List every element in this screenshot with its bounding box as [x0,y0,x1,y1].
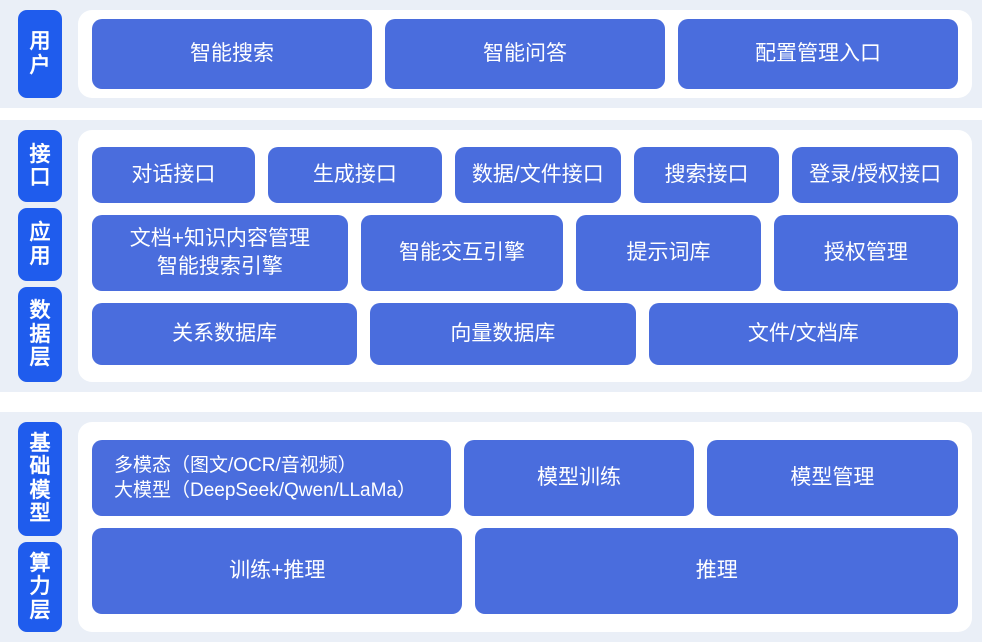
box-model-training[interactable]: 模型训练 [464,440,694,516]
layer-tab-char: 础 [29,455,51,479]
section-user: 用 户 智能搜索 智能问答 配置管理入口 [0,0,982,108]
box-inference[interactable]: 推理 [475,528,958,614]
layer-tab-char: 接 [29,142,51,166]
box-dialogue-api[interactable]: 对话接口 [92,147,255,203]
box-vector-database[interactable]: 向量数据库 [370,303,636,365]
layer-tab-char: 口 [29,166,51,190]
box-smart-search[interactable]: 智能搜索 [92,19,372,89]
layer-tab-char: 据 [29,322,51,346]
card-platform: 对话接口 生成接口 数据/文件接口 搜索接口 登录/授权接口 文档+知识内容管理… [78,130,972,382]
row-compute: 训练+推理 推理 [92,528,958,614]
row-data: 关系数据库 向量数据库 文件/文档库 [92,303,958,365]
box-training-and-inference[interactable]: 训练+推理 [92,528,463,614]
layer-tab-char: 型 [29,502,51,526]
layer-tab-char: 模 [29,478,51,502]
layer-tab-char: 数 [29,299,51,323]
box-file-document-store[interactable]: 文件/文档库 [648,303,958,365]
tab-column-platform: 接 口 应 用 数 据 层 [0,120,70,392]
card-infrastructure: 多模态（图文/OCR/音视频） 大模型（DeepSeek/Qwen/LLaMa）… [78,422,972,632]
box-model-management[interactable]: 模型管理 [706,440,958,516]
layer-tab-char: 用 [29,30,51,54]
layer-tab-char: 算 [29,551,51,575]
box-interaction-engine[interactable]: 智能交互引擎 [360,215,564,291]
layer-tab-compute[interactable]: 算 力 层 [18,541,62,632]
box-search-api[interactable]: 搜索接口 [633,147,780,203]
box-relational-database[interactable]: 关系数据库 [92,303,358,365]
layer-tab-user[interactable]: 用 户 [18,10,62,98]
layer-tab-char: 力 [29,575,51,599]
layer-tab-foundation-model[interactable]: 基 础 模 型 [18,422,62,536]
row-interface: 对话接口 生成接口 数据/文件接口 搜索接口 登录/授权接口 [92,147,958,203]
layer-tab-char: 层 [29,346,51,370]
layer-tab-char: 应 [29,221,51,245]
card-user: 智能搜索 智能问答 配置管理入口 [78,10,972,98]
row-model: 多模态（图文/OCR/音视频） 大模型（DeepSeek/Qwen/LLaMa）… [92,440,958,516]
box-authorization-management[interactable]: 授权管理 [773,215,958,291]
box-prompt-library[interactable]: 提示词库 [576,215,761,291]
row-user-entries: 智能搜索 智能问答 配置管理入口 [92,19,958,89]
section-platform: 接 口 应 用 数 据 层 对话接口 生成接口 数据/文件接口 搜索接口 登录/… [0,120,982,392]
row-application: 文档+知识内容管理 智能搜索引擎 智能交互引擎 提示词库 授权管理 [92,215,958,291]
box-data-file-api[interactable]: 数据/文件接口 [455,147,621,203]
layer-tab-char: 户 [29,54,51,77]
tab-column-user: 用 户 [0,0,70,108]
box-generation-api[interactable]: 生成接口 [267,147,443,203]
box-multimodal-large-model[interactable]: 多模态（图文/OCR/音视频） 大模型（DeepSeek/Qwen/LLaMa） [92,440,452,516]
layer-tab-application[interactable]: 应 用 [18,208,62,281]
layer-tab-char: 用 [29,244,51,268]
layer-tab-data[interactable]: 数 据 层 [18,286,62,383]
layer-tab-char: 基 [29,431,51,455]
box-doc-knowledge-management[interactable]: 文档+知识内容管理 智能搜索引擎 [92,215,348,291]
box-login-auth-api[interactable]: 登录/授权接口 [792,147,958,203]
layer-tab-char: 层 [29,598,51,622]
tab-column-infrastructure: 基 础 模 型 算 力 层 [0,412,70,642]
box-smart-qa[interactable]: 智能问答 [385,19,665,89]
box-config-management-entry[interactable]: 配置管理入口 [678,19,958,89]
section-infrastructure: 基 础 模 型 算 力 层 多模态（图文/OCR/音视频） 大模型（DeepSe… [0,412,982,642]
layer-tab-interface[interactable]: 接 口 [18,130,62,203]
